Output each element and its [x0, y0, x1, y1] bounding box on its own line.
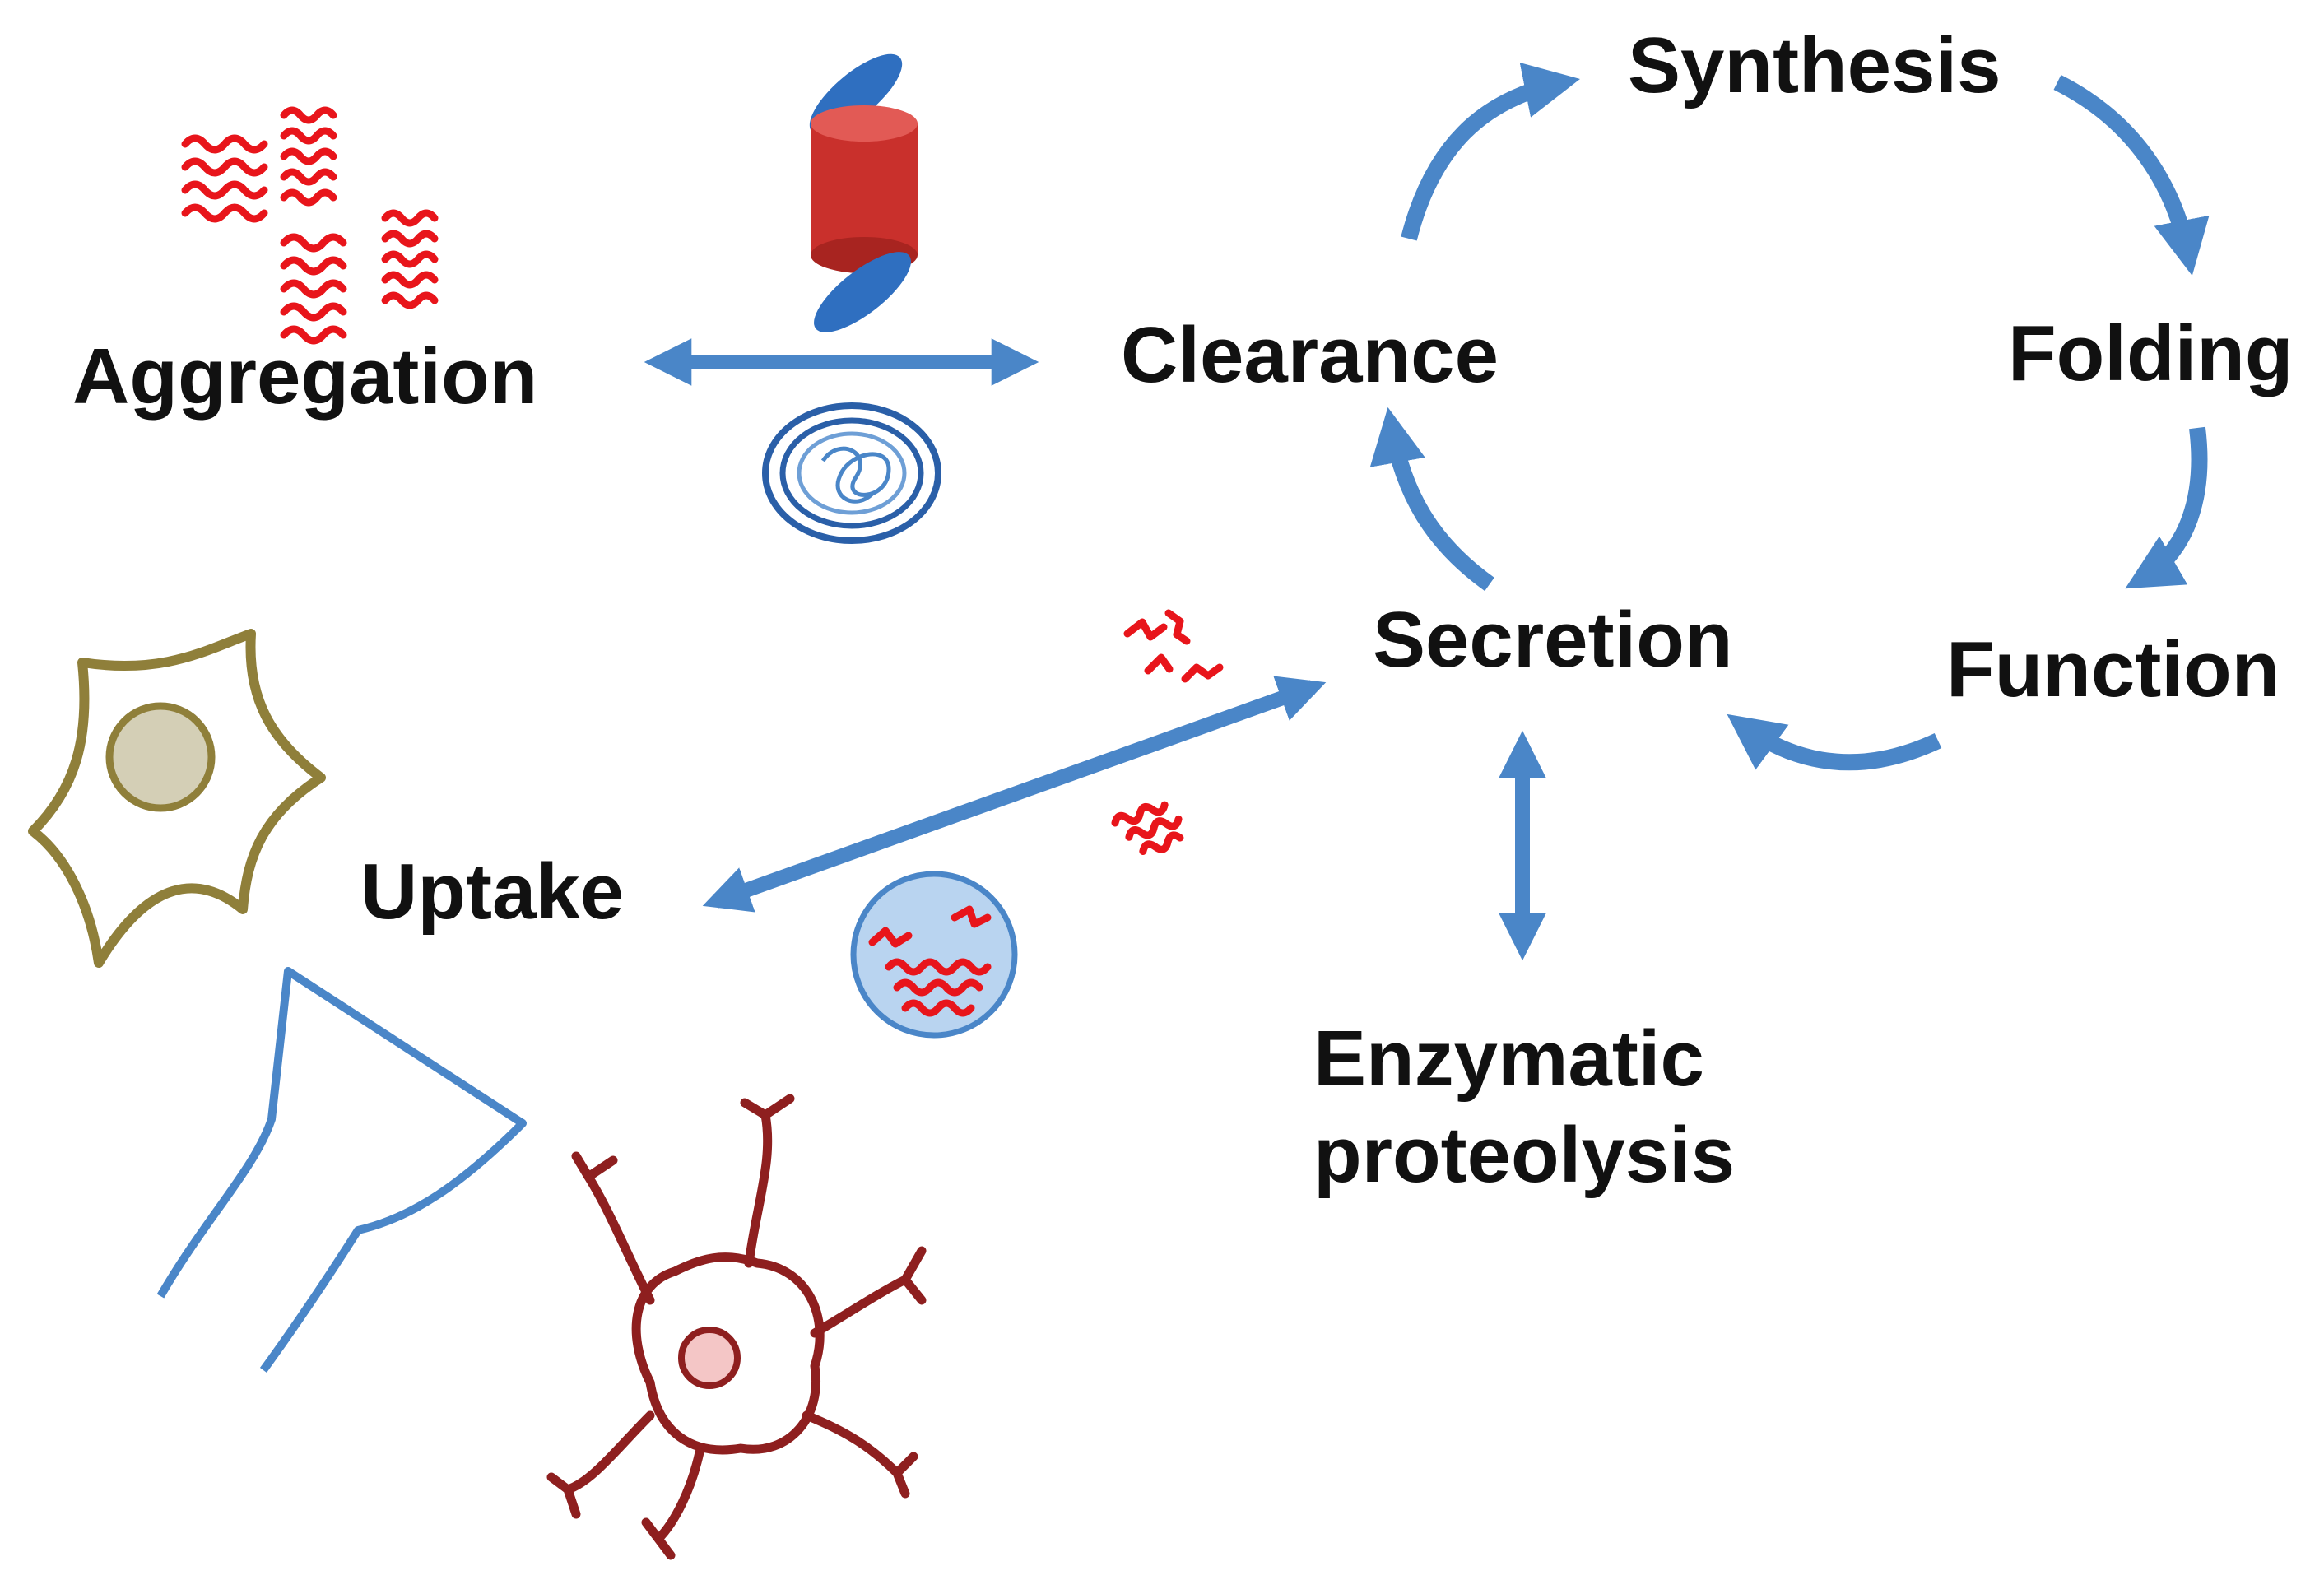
double-arrows	[644, 338, 1546, 961]
label-clearance: Clearance	[1121, 311, 1499, 399]
arrow-folding-to-function	[2125, 426, 2208, 589]
label-uptake: Uptake	[360, 848, 625, 936]
arrow-clearance-to-synthesis	[1401, 63, 1581, 241]
aggregate-fibril-icon	[181, 106, 439, 345]
label-secretion: Secretion	[1373, 596, 1733, 684]
label-synthesis: Synthesis	[1628, 21, 2001, 109]
label-enzymatic-line2: proteolysis	[1313, 1111, 1736, 1200]
label-enzymatic-proteolysis: Enzymatic proteolysis	[1313, 1011, 1735, 1203]
oligomer-icon	[1111, 609, 1224, 856]
label-folding: Folding	[2008, 309, 2294, 397]
label-aggregation: Aggregation	[72, 332, 538, 421]
cycle-arrows	[1369, 63, 2210, 771]
label-enzymatic-line1: Enzymatic	[1313, 1015, 1704, 1103]
label-function: Function	[1946, 625, 2280, 713]
proteasome-icon	[809, 53, 918, 332]
neuron-icon	[546, 1094, 927, 1560]
autophagosome-icon	[762, 402, 941, 544]
arrow-function-to-secretion	[1727, 713, 1942, 771]
arrow-synthesis-to-folding	[2053, 75, 2210, 276]
blood-vessel-icon	[156, 967, 527, 1373]
astrocyte-icon	[28, 629, 326, 968]
arrow-secretion-to-clearance	[1369, 407, 1494, 592]
vesicle-icon	[850, 871, 1018, 1039]
arrow-uptake-secretion	[702, 676, 1327, 913]
